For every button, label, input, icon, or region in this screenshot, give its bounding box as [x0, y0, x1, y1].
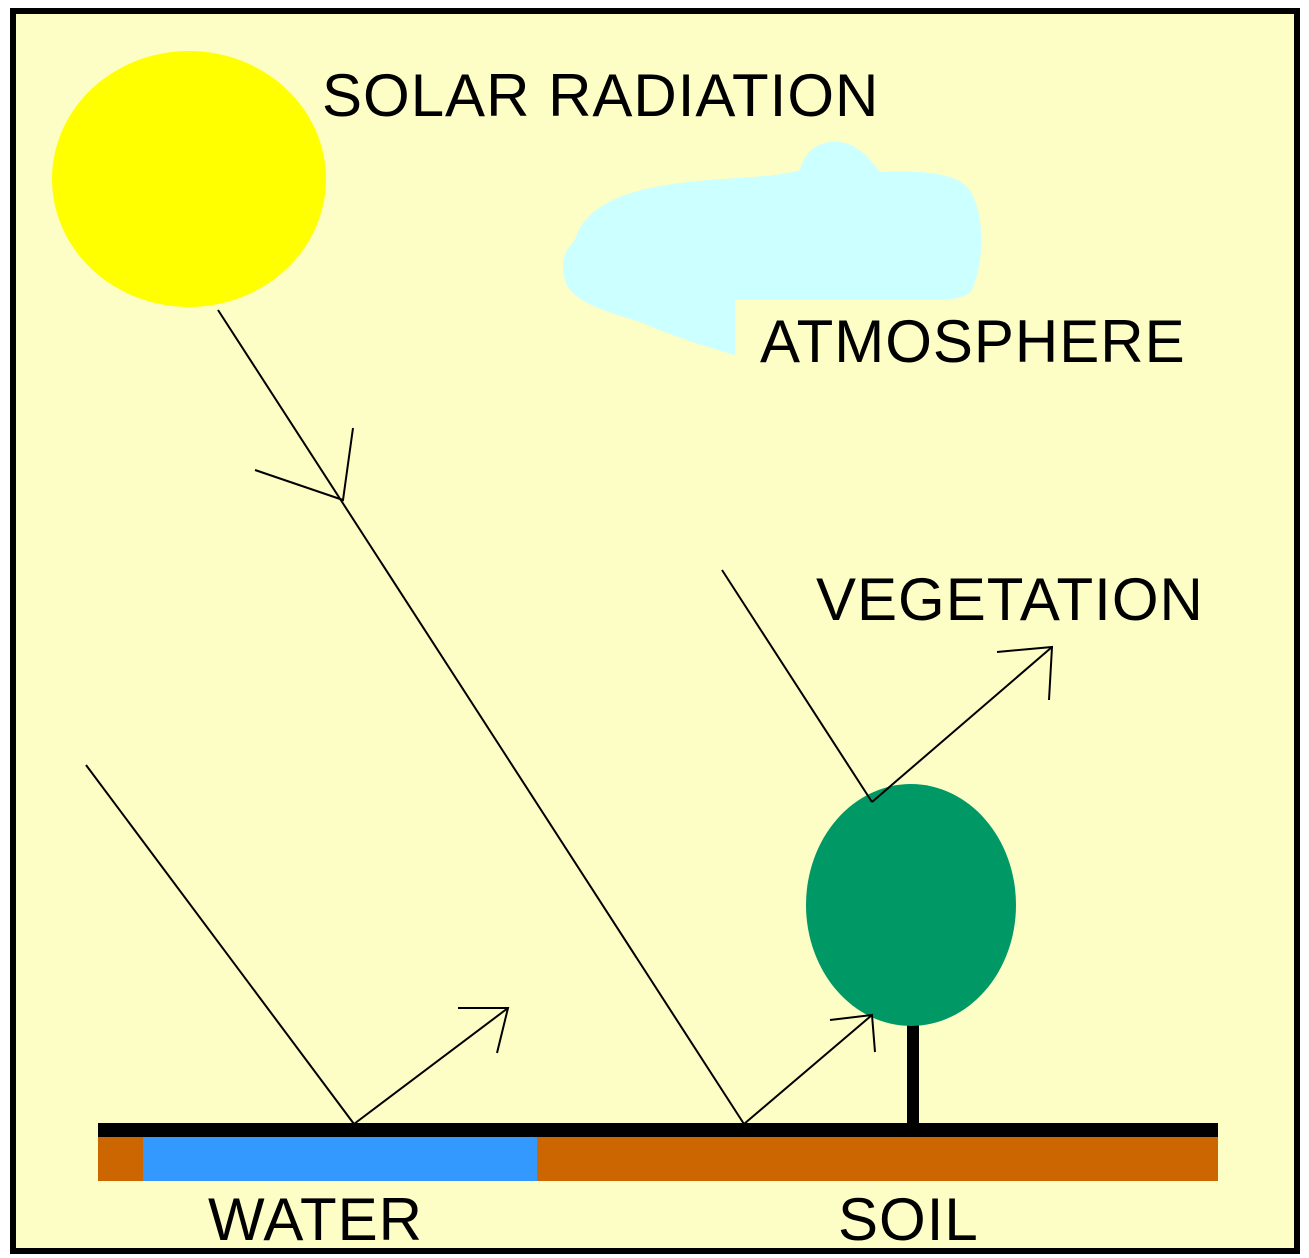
- ray-arrowhead: [458, 1007, 510, 1054]
- incident-ray-water: [85, 764, 355, 1125]
- tree-icon: [806, 784, 1016, 1127]
- ray-arrowhead: [254, 427, 354, 502]
- cloud-icon: [563, 141, 982, 355]
- reflected-ray-water: [353, 1007, 510, 1125]
- tree-crown: [806, 784, 1016, 1026]
- label-atmosphere: ATMOSPHERE: [760, 308, 1186, 375]
- ray-arrowhead: [996, 645, 1054, 701]
- ray-arrowhead: [829, 1013, 876, 1053]
- reflected-ray-soil: [743, 1013, 876, 1125]
- label-soil: SOIL: [838, 1186, 979, 1253]
- label-vegetation: VEGETATION: [816, 566, 1204, 633]
- label-water: WATER: [208, 1186, 423, 1253]
- reflected-ray-vegetation: [871, 645, 1054, 803]
- sun-icon: [52, 51, 326, 307]
- ground-line: [98, 1123, 1218, 1137]
- label-solar-radiation: SOLAR RADIATION: [322, 62, 880, 129]
- incident-ray-vegetation: [721, 569, 873, 803]
- incident-ray-soil: [217, 309, 745, 1125]
- tree-trunk: [907, 1015, 919, 1127]
- water-strip: [143, 1137, 537, 1181]
